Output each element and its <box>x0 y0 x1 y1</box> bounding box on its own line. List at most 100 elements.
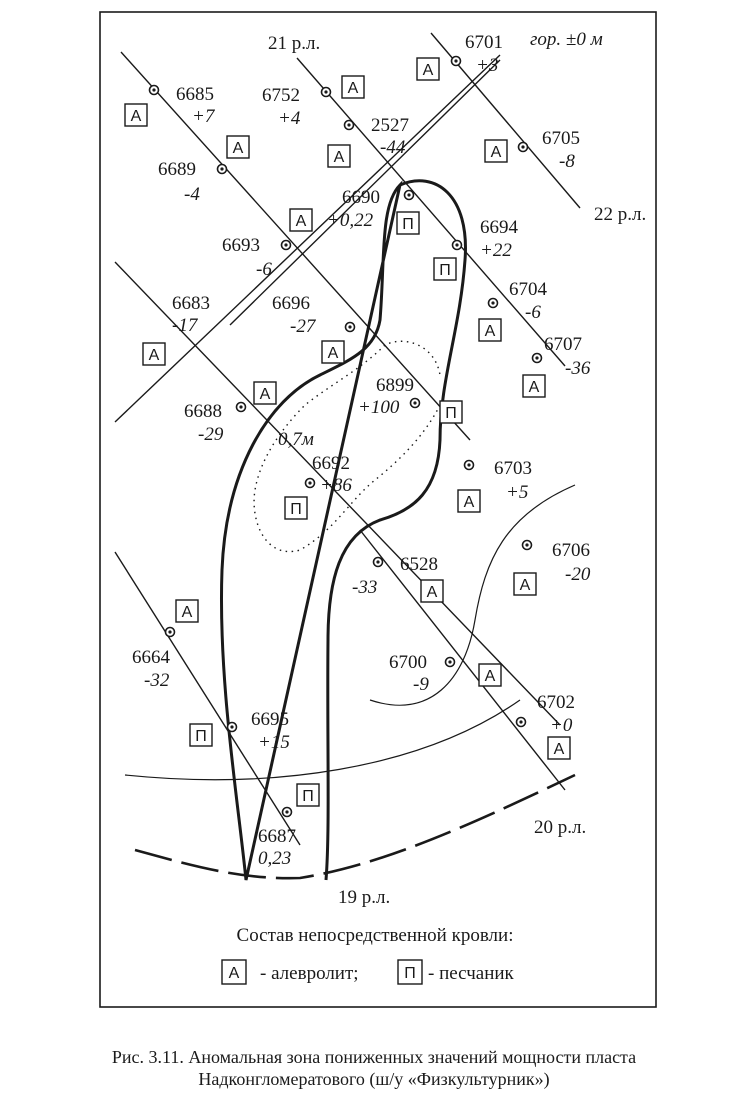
well-val-6706: -20 <box>565 564 591 585</box>
survey-line-w <box>114 261 561 726</box>
lith-box-6664: А <box>175 599 199 623</box>
lith-box-6696: А <box>321 340 345 364</box>
well-id-6690: 6690 <box>342 187 380 208</box>
well-id-6688: 6688 <box>184 401 222 422</box>
well-val-6688: -29 <box>198 424 224 445</box>
legend-a-symbol: А <box>229 965 240 982</box>
lith-box-6683: А <box>142 342 166 366</box>
survey-line-20 <box>114 551 301 846</box>
lith-box-6692: П <box>284 496 308 520</box>
cross-line-2 <box>229 59 501 326</box>
lith-box-6704: А <box>478 318 502 342</box>
legend-a-box <box>221 959 247 985</box>
svg-text:А: А <box>520 577 531 594</box>
well-val-6690: +0,22 <box>327 210 374 231</box>
anomaly-zone-outline <box>220 179 467 881</box>
well-id-6706: 6706 <box>552 540 590 561</box>
svg-text:П: П <box>439 262 451 279</box>
well-id-6704: 6704 <box>509 279 548 300</box>
label-21-rl: 21 р.л. <box>268 33 320 54</box>
well-val-6705: -8 <box>559 151 575 172</box>
svg-text:А: А <box>182 604 193 621</box>
well-val-6664: -32 <box>144 670 170 691</box>
svg-text:А: А <box>131 108 142 125</box>
well-labels: 6701 +3 6685 +7 6752 +4 2527 -44 6705 -8… <box>132 32 591 869</box>
survey-lines <box>114 32 581 846</box>
line-labels: 21 р.л. гор. ±0 м 22 р.л. 20 р.л. 19 р.л… <box>268 29 646 908</box>
well-id-6899: 6899 <box>376 375 414 396</box>
svg-text:П: П <box>195 728 207 745</box>
well-val-6701: +3 <box>476 55 498 76</box>
svg-text:П: П <box>445 405 457 422</box>
legend: Состав непосредственной кровли: А - алев… <box>221 925 515 985</box>
lith-box-6690: А <box>289 208 313 232</box>
well-val-6693: -6 <box>256 259 272 280</box>
lith-box-6899: П <box>439 400 463 424</box>
well-id-6689: 6689 <box>158 159 196 180</box>
lith-box-6707: А <box>522 374 546 398</box>
lith-box-6700: А <box>478 663 502 687</box>
map-frame <box>99 11 657 1008</box>
label-22-rl: 22 р.л. <box>594 204 646 225</box>
well-val-6700: -9 <box>413 674 429 695</box>
lith-box-6685: А <box>124 103 148 127</box>
svg-text:А: А <box>328 345 339 362</box>
well-val-6687: 0,23 <box>258 848 291 869</box>
well-val-6692: +86 <box>320 475 352 496</box>
well-id-6701: 6701 <box>465 32 503 53</box>
label-19-rl: 19 р.л. <box>338 887 390 908</box>
lith-box-6702: А <box>547 736 571 760</box>
lith-box-6701: А <box>416 57 440 81</box>
svg-text:А: А <box>423 62 434 79</box>
well-val-6695: +15 <box>258 732 290 753</box>
svg-text:А: А <box>485 323 496 340</box>
caption-line-2: Надконгломератового (ш/у «Физкультурник»… <box>198 1069 550 1089</box>
caption-line-1: Рис. 3.11. Аномальная зона пониженных зн… <box>111 1047 637 1067</box>
well-id-6685: 6685 <box>176 84 214 105</box>
lith-box-6693: П <box>433 257 457 281</box>
lith-box-6752: А <box>341 75 365 99</box>
horizon-curve-right <box>369 484 576 706</box>
fault-line <box>134 773 576 880</box>
well-val-2527: -44 <box>380 137 406 158</box>
well-val-6702: +0 <box>550 715 573 736</box>
well-val-6707: -36 <box>565 358 591 379</box>
svg-text:А: А <box>464 494 475 511</box>
svg-text:А: А <box>427 584 438 601</box>
lith-box-2527: А <box>327 144 351 168</box>
lith-box-6695: П <box>189 723 213 747</box>
svg-text:А: А <box>149 347 160 364</box>
well-marker-dots <box>152 59 539 814</box>
svg-text:А: А <box>260 386 271 403</box>
lith-box-6687: П <box>296 783 320 807</box>
lith-box-6689: А <box>226 135 250 159</box>
well-id-6692: 6692 <box>312 453 350 474</box>
lith-box-6703: А <box>457 489 481 513</box>
well-id-6528: 6528 <box>400 554 438 575</box>
svg-text:А: А <box>296 213 307 230</box>
survey-line-20b <box>359 529 566 791</box>
well-id-6664: 6664 <box>132 647 171 668</box>
well-id-6703: 6703 <box>494 458 532 479</box>
figure-caption: Рис. 3.11. Аномальная зона пониженных зн… <box>0 1046 748 1090</box>
svg-text:А: А <box>233 140 244 157</box>
well-id-6707: 6707 <box>544 334 582 355</box>
well-id-6694: 6694 <box>480 217 519 238</box>
svg-text:А: А <box>334 149 345 166</box>
well-val-6696: -27 <box>290 316 317 337</box>
well-val-6683: -17 <box>172 315 199 336</box>
well-val-6528: -33 <box>352 577 377 598</box>
survey-line-nw <box>120 51 471 441</box>
well-id-6705: 6705 <box>542 128 580 149</box>
svg-text:А: А <box>529 379 540 396</box>
well-id-6693: 6693 <box>222 235 260 256</box>
well-id-6752: 6752 <box>262 85 300 106</box>
well-val-6685: +7 <box>192 106 216 127</box>
horizon-curve-lower <box>124 699 521 781</box>
well-id-6700: 6700 <box>389 652 427 673</box>
well-val-6899: +100 <box>358 397 400 418</box>
lith-box-6528: А <box>420 579 444 603</box>
well-id-2527: 2527 <box>371 115 409 136</box>
svg-text:П: П <box>290 501 302 518</box>
